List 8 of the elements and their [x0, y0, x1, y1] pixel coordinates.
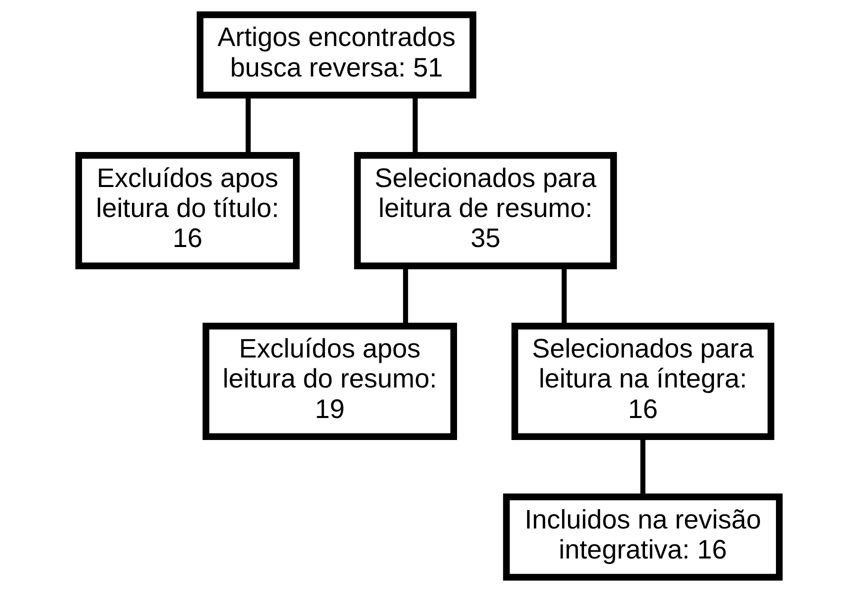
node-box: Selecionados para leitura de resumo: 35: [354, 152, 616, 270]
node-box: Selecionados para leitura na íntegra: 16: [510, 322, 774, 440]
node-box: Artigos encontrados busca reversa: 51: [196, 11, 476, 98]
node-box: Incluidos na revisão integrativa: 16: [502, 494, 782, 581]
node-box: Excluídos apos leitura do título: 16: [74, 152, 300, 270]
node-box: Excluídos apos leitura do resumo: 19: [202, 322, 457, 440]
connector: [561, 266, 566, 326]
connector: [402, 266, 408, 326]
